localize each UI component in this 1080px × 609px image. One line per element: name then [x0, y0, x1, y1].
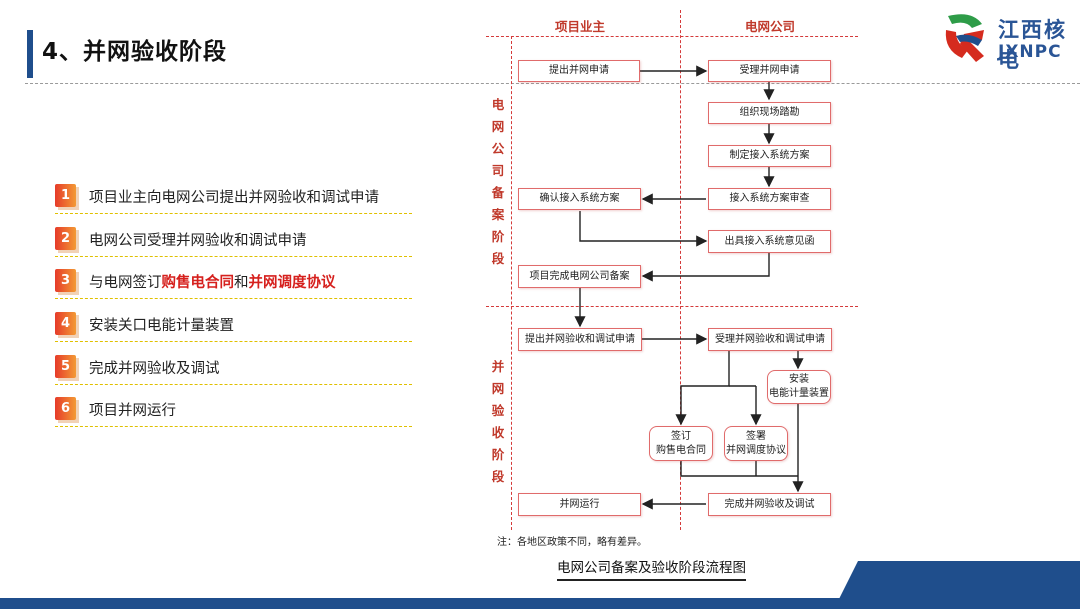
highlight-protocol: 并网调度协议 [248, 275, 336, 291]
step-item-3: 3 与电网签订购售电合同和并网调度协议 [55, 269, 412, 299]
phase-label-record: 电网公司备案阶段 [491, 97, 505, 266]
header-divider [486, 36, 858, 37]
node-label-line: 签订 [671, 430, 691, 442]
title-divider [25, 83, 1080, 84]
node-label-line: 并网调度协议 [726, 444, 786, 456]
arrow-record [641, 253, 770, 282]
lane-left-border [511, 36, 512, 530]
node-label-line: 购售电合同 [656, 444, 706, 456]
arrow-opinion [579, 211, 708, 247]
node-sign-contract: 签订 购售电合同 [649, 426, 713, 461]
phase-label-acceptance: 并网验收阶段 [491, 359, 505, 484]
footer-block [858, 561, 1080, 601]
node-submit-apply: 提出并网申请 [518, 60, 640, 82]
title-accent-bar [27, 30, 33, 78]
step-number: 3 [55, 269, 76, 292]
step-item-6: 6 项目并网运行 [55, 397, 412, 427]
step-number: 5 [55, 355, 76, 378]
node-accept-acceptance: 受理并网验收和调试申请 [708, 328, 832, 351]
phase-divider [486, 306, 858, 307]
node-operate: 并网运行 [518, 493, 641, 516]
step-text-part: 和 [234, 275, 249, 291]
node-sign-protocol: 签署 并网调度协议 [724, 426, 788, 461]
footer-slant [838, 561, 858, 601]
logo-name-en: JXNPC [998, 42, 1062, 62]
flowchart-caption: 电网公司备案及验收阶段流程图 [557, 556, 746, 581]
node-review-plan: 接入系统方案审查 [708, 188, 831, 210]
node-record-done: 项目完成电网公司备案 [518, 265, 641, 288]
column-header-owner: 项目业主 [555, 19, 606, 34]
step-text: 项目业主向电网公司提出并网验收和调试申请 [89, 190, 379, 206]
node-issue-opinion: 出具接入系统意见函 [708, 230, 831, 253]
column-divider [680, 10, 681, 530]
node-accept-apply: 受理并网申请 [708, 60, 831, 82]
node-complete: 完成并网验收及调试 [708, 493, 831, 516]
highlight-contract: 购售电合同 [161, 275, 235, 291]
jxnpc-logo-icon [945, 14, 984, 62]
step-text: 完成并网验收及调试 [89, 361, 220, 377]
node-confirm-plan: 确认接入系统方案 [518, 188, 641, 210]
node-label-line: 电能计量装置 [769, 388, 829, 399]
step-number: 6 [55, 397, 76, 420]
node-label-line: 安装 [789, 374, 809, 385]
step-item-4: 4 安装关口电能计量装置 [55, 312, 412, 342]
slide-title: 4、并网验收阶段 [42, 39, 228, 65]
arrow-contract [675, 351, 730, 426]
step-text: 安装关口电能计量装置 [89, 318, 234, 334]
logo-name-cn: 江西核电 [998, 18, 1067, 72]
footer-bar [0, 598, 1080, 609]
column-header-grid: 电网公司 [745, 19, 796, 34]
step-text: 项目并网运行 [89, 403, 176, 419]
policy-note: 注：各地区政策不同，略有差异。 [497, 537, 647, 548]
node-survey: 组织现场踏勘 [708, 102, 831, 124]
node-label-line: 签署 [746, 430, 766, 442]
step-item-2: 2 电网公司受理并网验收和调试申请 [55, 227, 412, 257]
step-text: 电网公司受理并网验收和调试申请 [89, 233, 307, 249]
step-number: 2 [55, 227, 76, 250]
node-submit-acceptance: 提出并网验收和调试申请 [518, 328, 642, 351]
node-install-meter: 安装 电能计量装置 [767, 370, 831, 404]
step-text-part: 与电网签订 [89, 275, 162, 291]
step-number: 4 [55, 312, 76, 335]
step-item-5: 5 完成并网验收及调试 [55, 355, 412, 385]
step-text: 与电网签订购售电合同和并网调度协议 [89, 271, 336, 292]
step-item-1: 1 项目业主向电网公司提出并网验收和调试申请 [55, 184, 412, 214]
node-make-plan: 制定接入系统方案 [708, 145, 831, 167]
step-number: 1 [55, 184, 76, 207]
